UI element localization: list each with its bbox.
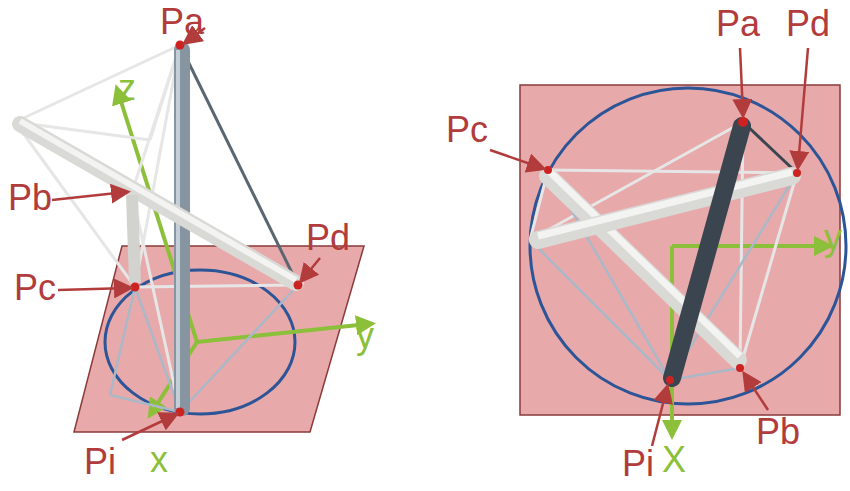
- point-label: Pa: [716, 6, 760, 42]
- point-label: Pc: [446, 112, 488, 148]
- point-label: Pd: [786, 6, 830, 42]
- point-label: Pd: [306, 220, 350, 256]
- axis-label: x: [150, 442, 168, 478]
- axis-label: y: [356, 318, 374, 354]
- point-label: Pb: [756, 414, 800, 450]
- axis-label: y: [824, 220, 842, 256]
- point-label: Pb: [8, 180, 52, 216]
- axis-label: X: [662, 442, 686, 478]
- point-label: Pi: [84, 444, 116, 480]
- point-label: Pa: [160, 4, 204, 40]
- point-label: Pi: [622, 446, 654, 482]
- point-label: Pc: [14, 270, 56, 306]
- axis-label: z: [118, 70, 136, 106]
